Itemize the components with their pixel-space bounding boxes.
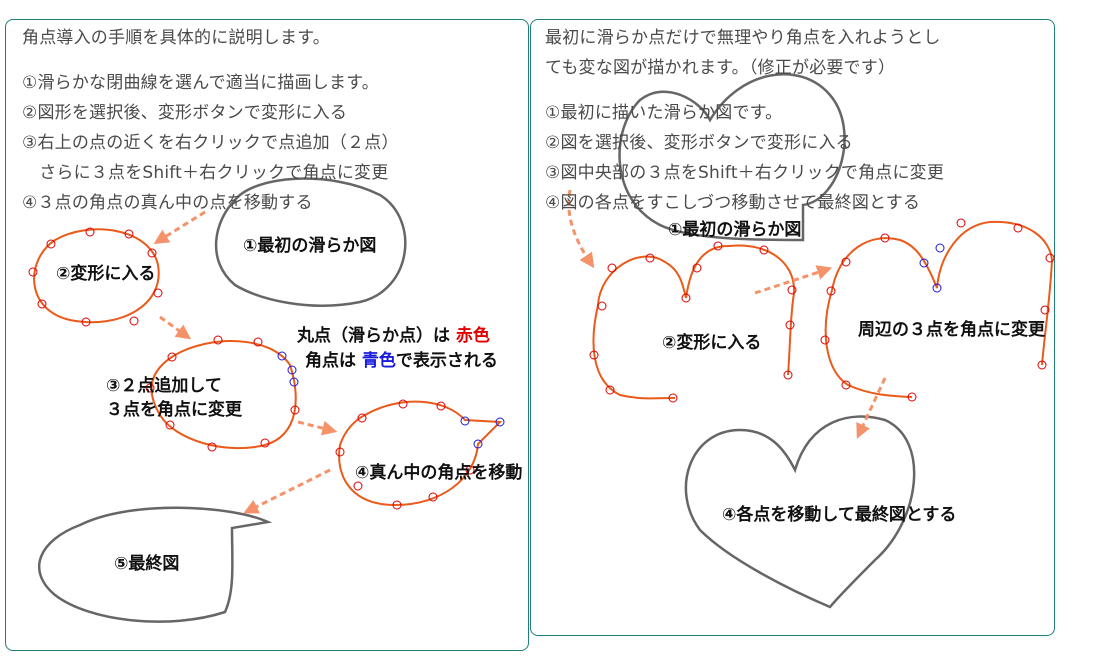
- first-smooth-shape: [214, 177, 407, 307]
- right-intro-1: 最初に滑らか点だけで無理やり角点を入れようとし: [545, 28, 941, 48]
- legend-smooth-text: 丸点（滑らか点）は: [297, 326, 456, 346]
- label-deform: ②変形に入る: [56, 264, 156, 284]
- left-step-4: ④３点の角点の真ん中の点を移動する: [22, 193, 313, 213]
- move-corner-shape: [335, 399, 505, 510]
- flow-arrows-left: [153, 210, 338, 514]
- right-step-3: ③図中央部の３点をShift＋右クリックで角点に変更: [545, 163, 945, 183]
- label-move: ④真ん中の角点を移動: [355, 463, 523, 483]
- legend-corner-text: 角点は: [305, 351, 362, 371]
- legend-blue-text: 青色: [361, 351, 396, 371]
- right-intro-2: ても変な図が描かれます。（修正が必要です）: [545, 58, 896, 78]
- right-deform-shape: [589, 241, 797, 403]
- right-label-deform: ②変形に入る: [662, 333, 762, 353]
- deform-shape: [28, 227, 163, 327]
- right-step-4: ④図の各点をすこしづつ移動させて最終図とする: [545, 193, 921, 213]
- right-final-shape: [684, 415, 916, 609]
- right-step-1: ①最初に描いた滑らか図です。: [545, 103, 783, 123]
- left-step-3b: さらに３点をShift＋右クリックで角点に変更: [22, 163, 389, 183]
- right-panel: [530, 19, 1055, 636]
- left-step-3: ③右上の点の近くを右クリックで点追加（２点）: [22, 133, 399, 153]
- right-corner-shape: [820, 218, 1055, 402]
- legend-corner-suffix: で表示される: [395, 351, 498, 371]
- label-final: ⑤最終図: [114, 554, 180, 574]
- left-title: 角点導入の手順を具体的に説明します。: [22, 28, 330, 48]
- right-first-shape: [618, 73, 846, 242]
- left-panel: [5, 19, 529, 651]
- right-label-final: ④各点を移動して最終図とする: [722, 505, 957, 525]
- add-points-shape: [145, 335, 300, 452]
- flow-arrows-right: [567, 189, 887, 439]
- label-add-1: ③２点追加して: [106, 376, 222, 396]
- left-step-2: ②図形を選択後、変形ボタンで変形に入る: [22, 103, 348, 123]
- legend-smooth: 丸点（滑らか点）は 赤色: [297, 321, 490, 346]
- right-label-corner: 周辺の３点を角点に変更: [858, 320, 1045, 340]
- final-shape: [37, 506, 273, 623]
- label-add-2: ３点を角点に変更: [106, 400, 242, 420]
- legend-red-text: 赤色: [455, 326, 490, 346]
- right-label-first: ①最初の滑らか図: [668, 220, 802, 240]
- legend-corner: 角点は 青色で表示される: [305, 346, 498, 371]
- right-step-2: ②図を選択後、変形ボタンで変形に入る: [545, 133, 853, 153]
- label-first: ①最初の滑らか図: [243, 236, 377, 256]
- left-step-1: ①滑らかな閉曲線を選んで適当に描画します。: [22, 73, 379, 93]
